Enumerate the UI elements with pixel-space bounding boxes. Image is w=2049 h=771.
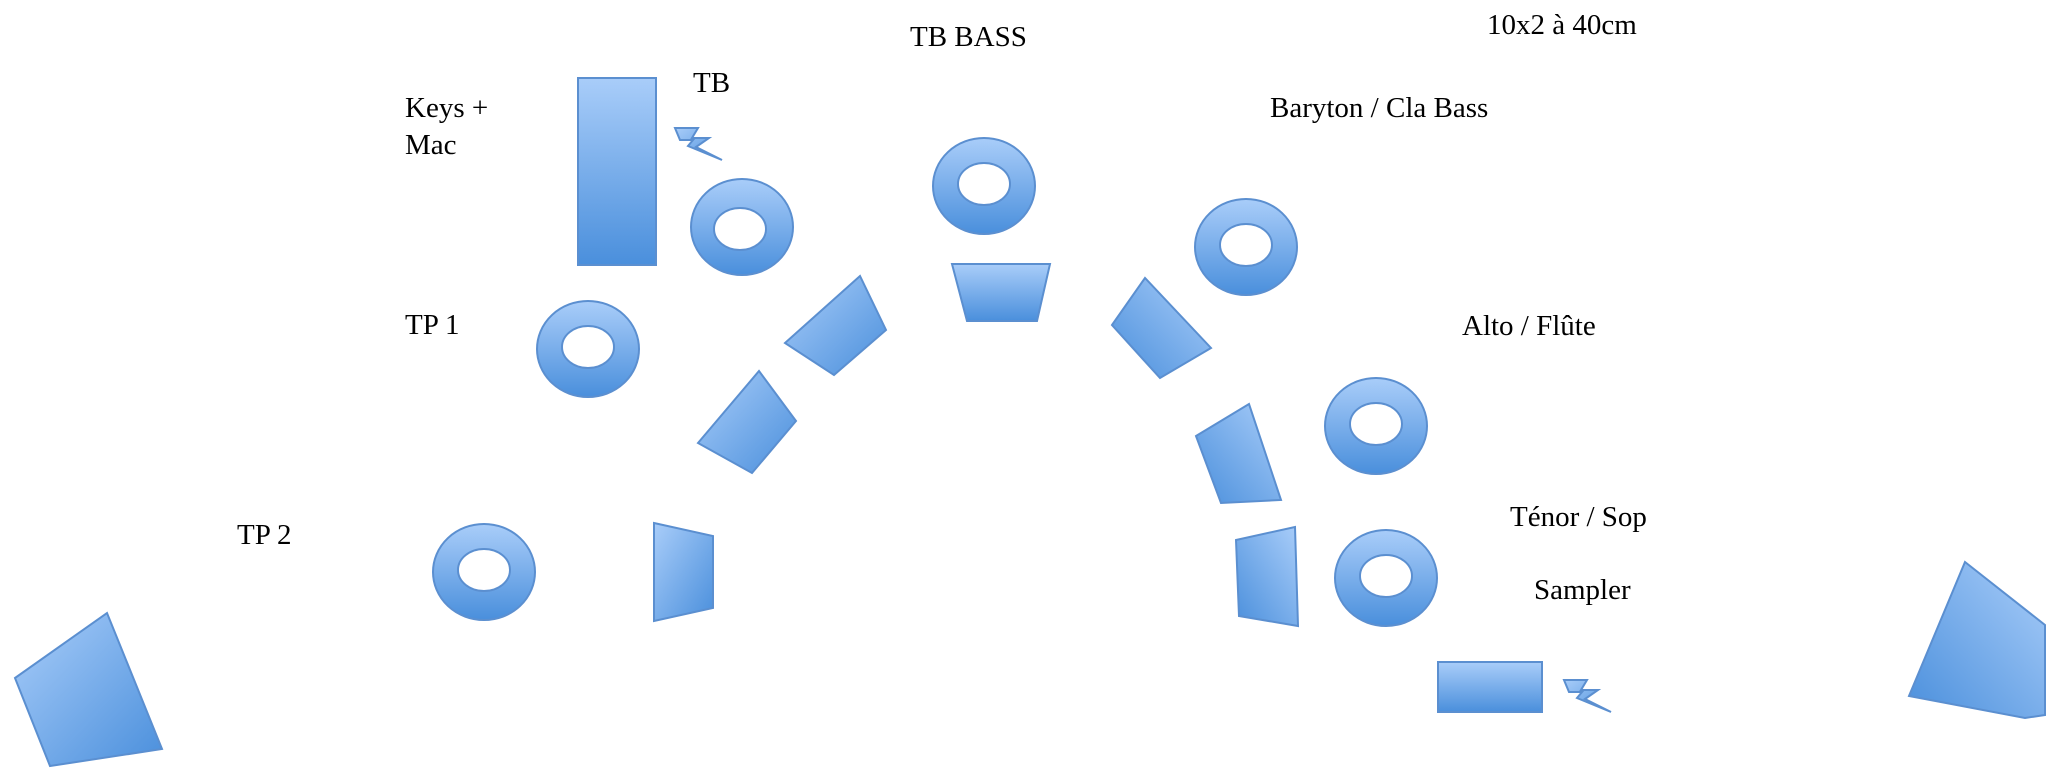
dimensions-label: 10x2 à 40cm: [1487, 9, 1637, 41]
wedge-monitor-icon: [1234, 525, 1300, 628]
ring-monitor-icon: [1323, 377, 1429, 475]
ring-monitor-icon: [1333, 529, 1439, 627]
wedge-monitor-icon: [653, 521, 714, 623]
baryton-label: Baryton / Cla Bass: [1270, 92, 1488, 124]
wedge-monitor-icon: [950, 263, 1052, 322]
power-bolt-icon: [1562, 679, 1612, 713]
wedge-monitor-icon: [1110, 276, 1213, 380]
tp2-label: TP 2: [237, 519, 292, 551]
tb-label: TB: [693, 67, 730, 99]
wedge-monitor-icon: [783, 274, 888, 377]
sampler-label: Sampler: [1534, 574, 1631, 606]
wedge-monitor-icon: [696, 369, 798, 475]
sampler-rect-icon: [1437, 661, 1543, 713]
tenor-label: Ténor / Sop: [1510, 501, 1647, 533]
keys-label-line2: Mac: [405, 129, 457, 161]
ring-monitor-icon: [1193, 198, 1299, 296]
side-fill-speaker-icon: [13, 611, 164, 768]
ring-monitor-icon: [535, 300, 641, 398]
power-bolt-icon: [673, 127, 723, 161]
side-fill-speaker-icon: [1907, 560, 2046, 720]
tp1-label: TP 1: [405, 309, 460, 341]
keys-label-line1: Keys +: [405, 92, 488, 124]
keyboard-rect-icon: [577, 77, 657, 266]
alto-label: Alto / Flûte: [1462, 310, 1596, 342]
ring-monitor-icon: [689, 178, 795, 276]
wedge-monitor-icon: [1194, 402, 1283, 505]
ring-monitor-icon: [931, 137, 1037, 235]
ring-monitor-icon: [431, 523, 537, 621]
tb-bass-label: TB BASS: [910, 21, 1027, 53]
